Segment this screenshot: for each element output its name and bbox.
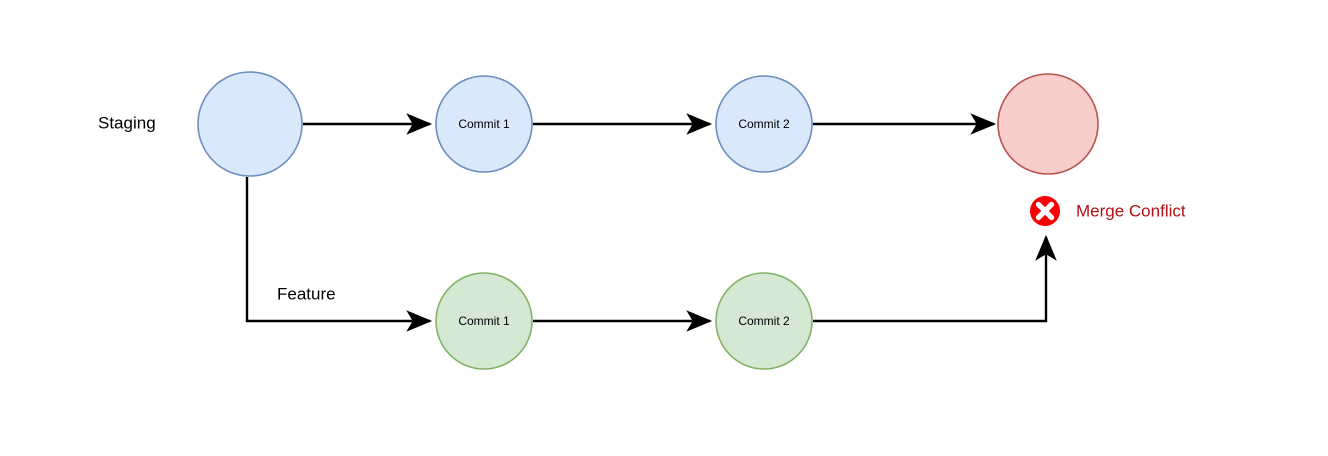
edge-root-branch-to-feature (245, 177, 433, 332)
node-circle[interactable] (435, 272, 533, 370)
branch-label-feature: Feature (277, 284, 336, 303)
error-x-circle-icon (1030, 196, 1060, 226)
node-circle[interactable] (715, 272, 813, 370)
node-label: Commit 2 (738, 314, 790, 328)
node-staging-root[interactable] (197, 71, 303, 177)
node-label: Commit 2 (738, 117, 790, 131)
node-circle[interactable] (997, 73, 1099, 175)
node-feature-commit-2[interactable]: Commit 2 (715, 272, 813, 370)
node-circle[interactable] (197, 71, 303, 177)
feature-branch: Feature Commit 1 Commit 2 (277, 272, 813, 370)
node-staging-commit-2[interactable]: Commit 2 (715, 75, 813, 173)
node-staging-commit-1[interactable]: Commit 1 (435, 75, 533, 173)
node-staging-merge[interactable] (997, 73, 1099, 175)
node-label: Commit 1 (458, 117, 510, 131)
node-circle[interactable] (715, 75, 813, 173)
node-label: Commit 1 (458, 314, 510, 328)
branch-label-staging: Staging (98, 113, 156, 132)
edges-layer (245, 113, 1057, 332)
staging-branch: Staging Commit 1 Commit 2 (98, 71, 1099, 177)
node-feature-commit-1[interactable]: Commit 1 (435, 272, 533, 370)
node-circle[interactable] (435, 75, 533, 173)
edge-feature-commit-2-to-conflict (813, 234, 1057, 323)
merge-conflict-label: Merge Conflict (1076, 201, 1186, 220)
error-x-glyph (1035, 201, 1055, 221)
merge-conflict-annotation: Merge Conflict (1030, 196, 1186, 226)
